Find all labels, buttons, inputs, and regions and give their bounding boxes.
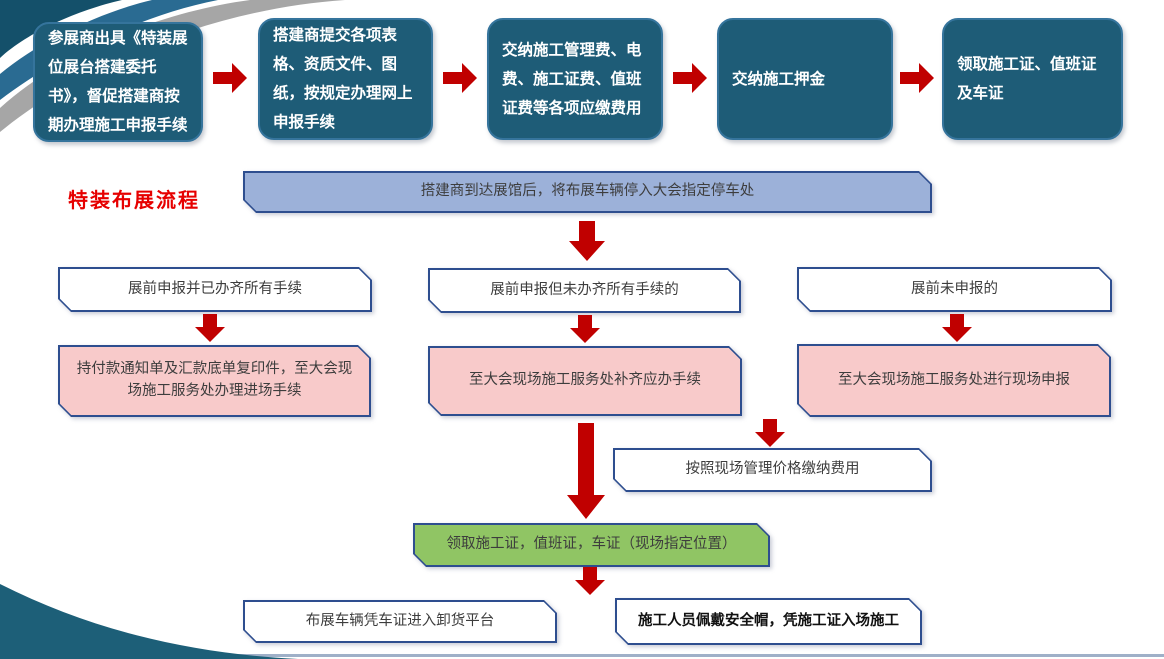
fee-label: 按照现场管理价格缴纳费用 bbox=[615, 450, 931, 491]
final-label: 施工人员佩戴安全帽，凭施工证入场施工 bbox=[617, 600, 921, 644]
step-label: 交纳施工押金 bbox=[732, 70, 826, 88]
final-box-vehicle-unloading: 布展车辆凭车证进入卸货平台 bbox=[243, 600, 557, 643]
down-arrow-icon bbox=[569, 221, 605, 261]
step-box-submit-documents: 搭建商提交各项表格、资质文件、图纸，按规定办理网上申报手续 bbox=[258, 18, 433, 140]
down-arrow-icon bbox=[567, 423, 605, 519]
arrival-bar-label: 搭建商到达展馆后，将布展车辆停入大会指定停车处 bbox=[245, 173, 931, 212]
action-label: 持付款通知单及汇款底单复印件，至大会现场施工服务处办理进场手续 bbox=[60, 347, 370, 416]
right-arrow-icon bbox=[443, 63, 477, 93]
condition-label: 展前申报并已办齐所有手续 bbox=[60, 269, 371, 311]
bottom-rule-line bbox=[150, 654, 1164, 657]
condition-box-declared-incomplete: 展前申报但未办齐所有手续的 bbox=[428, 268, 741, 313]
action-label: 至大会现场施工服务处进行现场申报 bbox=[799, 346, 1110, 416]
condition-label: 展前申报但未办齐所有手续的 bbox=[430, 270, 740, 312]
down-arrow-icon bbox=[570, 315, 600, 343]
final-label: 布展车辆凭车证进入卸货平台 bbox=[245, 602, 556, 642]
down-arrow-icon bbox=[755, 419, 785, 447]
down-arrow-icon bbox=[195, 314, 225, 342]
action-box-complete-procedures-onsite: 至大会现场施工服务处补齐应办手续 bbox=[428, 346, 742, 416]
down-arrow-icon bbox=[942, 314, 972, 342]
step-label: 领取施工证、值班证及车证 bbox=[957, 56, 1097, 102]
right-arrow-icon bbox=[213, 63, 247, 93]
arrival-bar: 搭建商到达展馆后，将布展车辆停入大会指定停车处 bbox=[243, 171, 932, 213]
condition-label: 展前未申报的 bbox=[799, 269, 1111, 311]
pickup-box-permits: 领取施工证，值班证，车证（现场指定位置） bbox=[413, 523, 770, 567]
final-box-worker-entry: 施工人员佩戴安全帽，凭施工证入场施工 bbox=[615, 598, 922, 645]
action-box-onsite-declaration: 至大会现场施工服务处进行现场申报 bbox=[797, 344, 1111, 417]
step-box-pay-deposit: 交纳施工押金 bbox=[717, 18, 893, 140]
right-arrow-icon bbox=[673, 63, 707, 93]
action-label: 至大会现场施工服务处补齐应办手续 bbox=[430, 348, 741, 415]
down-arrow-icon bbox=[575, 567, 605, 595]
step-box-authorization: 参展商出具《特装展位展台搭建委托书》，督促搭建商按期办理施工申报手续 bbox=[33, 22, 203, 142]
step-label: 交纳施工管理费、电费、施工证费、值班证费等各项应缴费用 bbox=[502, 41, 642, 117]
step-box-collect-permits: 领取施工证、值班证及车证 bbox=[942, 18, 1123, 140]
step-label: 参展商出具《特装展位展台搭建委托书》，督促搭建商按期办理施工申报手续 bbox=[48, 30, 188, 134]
step-label: 搭建商提交各项表格、资质文件、图纸，按规定办理网上申报手续 bbox=[273, 27, 413, 131]
step-box-pay-fees: 交纳施工管理费、电费、施工证费、值班证费等各项应缴费用 bbox=[487, 18, 663, 140]
fee-box-onsite-price: 按照现场管理价格缴纳费用 bbox=[613, 448, 932, 492]
action-box-entry-with-payment-notice: 持付款通知单及汇款底单复印件，至大会现场施工服务处办理进场手续 bbox=[58, 345, 371, 417]
pickup-label: 领取施工证，值班证，车证（现场指定位置） bbox=[415, 525, 769, 566]
right-arrow-icon bbox=[900, 63, 934, 93]
condition-box-declared-complete: 展前申报并已办齐所有手续 bbox=[58, 267, 372, 312]
condition-box-not-declared: 展前未申报的 bbox=[797, 267, 1112, 312]
section-title: 特装布展流程 bbox=[68, 190, 200, 212]
